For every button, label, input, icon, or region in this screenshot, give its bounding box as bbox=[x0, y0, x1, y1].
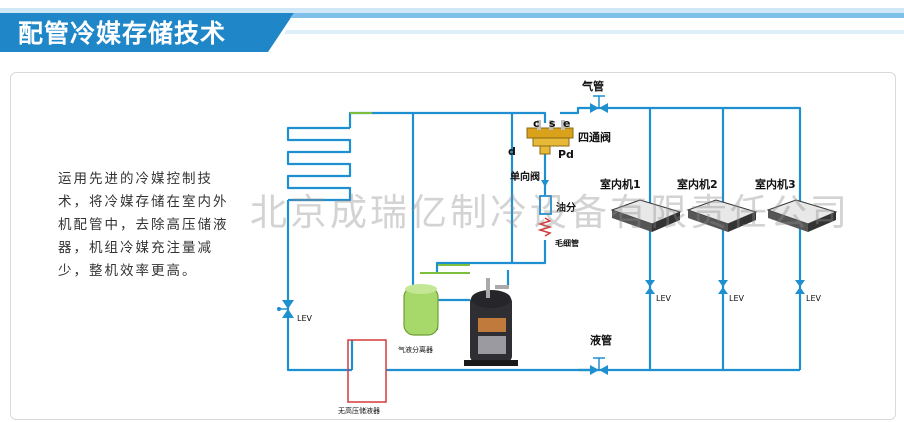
pd-label: Pd bbox=[558, 148, 574, 161]
outdoor-lev-label: LEV bbox=[297, 314, 312, 323]
indoor-lev-3-label: LEV bbox=[806, 294, 821, 303]
condenser-coil bbox=[286, 126, 352, 202]
check-valve-label: 单向阀 bbox=[510, 172, 540, 183]
indoor-lev-icon bbox=[645, 280, 655, 294]
port-s-label: s bbox=[549, 117, 556, 130]
description-line: 运用先进的冷媒控制技 bbox=[58, 171, 213, 187]
port-c-label: c bbox=[533, 117, 540, 130]
watermark: 北京成瑞亿制冷设备有限责任公司 bbox=[250, 191, 850, 234]
indoor-unit-3-label: 室内机3 bbox=[755, 178, 796, 191]
discharge-line bbox=[348, 111, 547, 128]
liquid-pipe-label: 液管 bbox=[590, 334, 612, 347]
oil-separator-shape bbox=[539, 195, 552, 215]
indoor-lev-icon bbox=[718, 280, 728, 294]
indoor-unit-1-label: 室内机1 bbox=[600, 178, 641, 191]
indoor-unit-shape bbox=[686, 199, 758, 232]
page-title: 配管冷媒存储技术 bbox=[18, 19, 227, 48]
indoor-unit-2-label: 室内机2 bbox=[677, 178, 718, 191]
content-panel bbox=[10, 72, 896, 420]
description-line: 术，将冷媒存储在室内外 bbox=[58, 194, 229, 210]
check-valve-shape bbox=[541, 180, 549, 187]
port-e-label: e bbox=[563, 117, 571, 130]
description-line: 机配管中，去除高压储液 bbox=[58, 217, 229, 233]
receiver-shape bbox=[347, 339, 387, 403]
separator-label: 气液分离器 bbox=[398, 346, 433, 354]
description: 运用先进的冷媒控制技 术，将冷媒存储在室内外 机配管中，去除高压储液 器，机组冷… bbox=[58, 168, 258, 283]
oil-separator-label: 油分 bbox=[556, 203, 576, 214]
compressor-shape bbox=[464, 278, 518, 366]
header-banner bbox=[0, 8, 904, 52]
description-line: 少，整机效率更高。 bbox=[58, 263, 198, 279]
separator-shape bbox=[403, 284, 439, 336]
four-way-valve-label: 四通阀 bbox=[578, 131, 611, 144]
four-way-valve bbox=[526, 120, 574, 155]
indoor-unit-shape bbox=[610, 199, 682, 232]
title-tab bbox=[0, 13, 294, 52]
description-line: 器，机组冷媒充注量减 bbox=[58, 240, 213, 256]
no-receiver-label: 无高压储液器 bbox=[338, 407, 380, 415]
capillary-label: 毛细管 bbox=[555, 239, 579, 248]
gas-pipe-valve-icon bbox=[590, 95, 608, 113]
port-d-label: d bbox=[508, 145, 516, 158]
outdoor-liquid-line bbox=[286, 200, 352, 372]
indoor-lev-2-label: LEV bbox=[729, 294, 744, 303]
indoor-lev-icon bbox=[795, 280, 805, 294]
outdoor-lev-icon bbox=[277, 300, 294, 318]
liquid-pipe-valve-icon bbox=[590, 357, 608, 375]
gas-pipe-line bbox=[560, 106, 802, 370]
capillary-shape bbox=[537, 217, 553, 237]
indoor-unit-shape bbox=[766, 199, 838, 232]
gas-pipe-label: 气管 bbox=[582, 80, 604, 93]
indoor-lev-1-label: LEV bbox=[656, 294, 671, 303]
